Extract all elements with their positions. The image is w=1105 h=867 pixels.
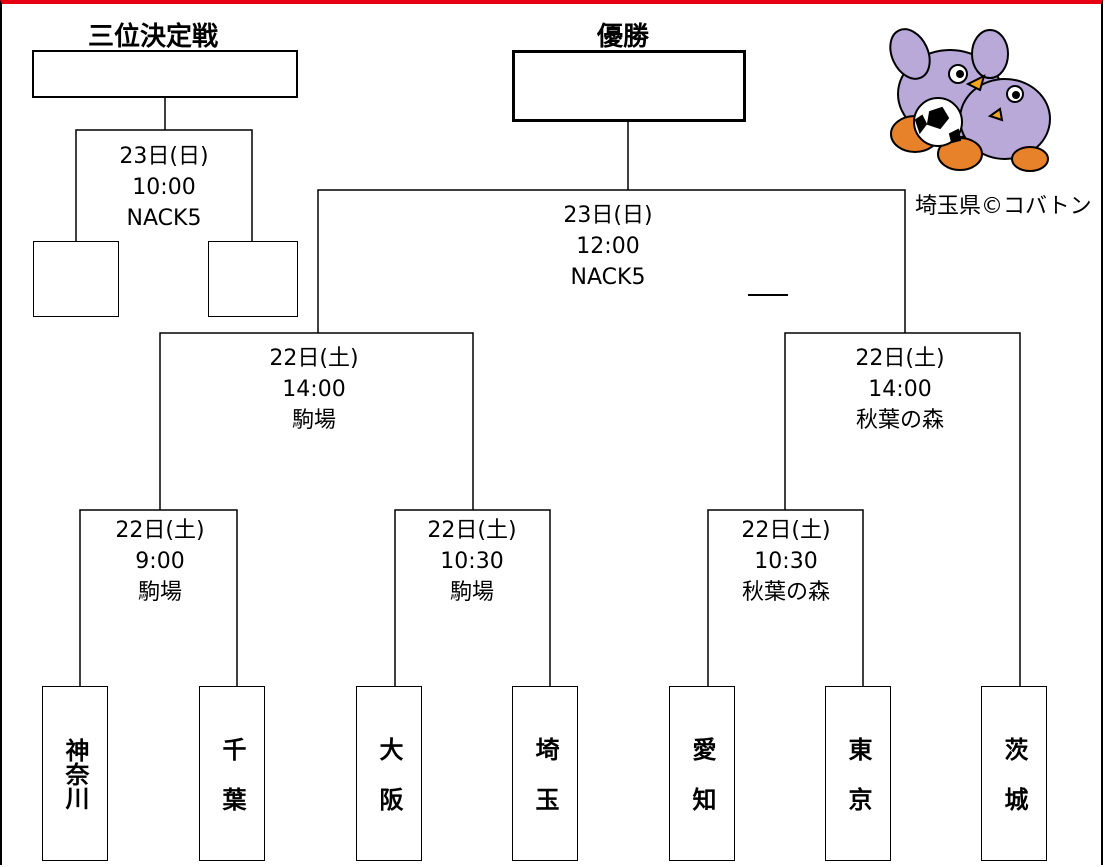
third-place-slot-right bbox=[208, 241, 298, 317]
team-name: 愛知 bbox=[688, 736, 716, 837]
team-name: 大阪 bbox=[375, 736, 403, 837]
team-name: 東京 bbox=[844, 736, 872, 837]
match-venue: 駒場 bbox=[137, 580, 182, 605]
match-time: 9:00 bbox=[135, 549, 185, 574]
match-time: 10:30 bbox=[440, 549, 504, 574]
match-date: 22日(土) bbox=[269, 346, 359, 371]
team-name: 千葉 bbox=[218, 736, 246, 837]
match-date: 22日(土) bbox=[855, 346, 945, 371]
team-name: 神奈川 bbox=[61, 737, 89, 810]
match-time: 10:30 bbox=[754, 549, 818, 574]
third-place-winner-box bbox=[32, 50, 298, 98]
match-info-semi-right: 22日(土) 14:00 秋葉の森 bbox=[822, 343, 978, 436]
third-place-heading: 三位決定戦 bbox=[88, 22, 219, 52]
match-date: 22日(土) bbox=[741, 518, 831, 543]
match-venue: 駒場 bbox=[291, 408, 336, 433]
team-box: 茨城 bbox=[981, 686, 1047, 861]
dash-mark bbox=[748, 294, 788, 296]
team-box: 千葉 bbox=[199, 686, 265, 861]
team-box: 神奈川 bbox=[42, 686, 108, 861]
mascot-credit: 埼玉県©コバトン bbox=[915, 194, 1092, 219]
match-info-third-place: 23日(日) 10:00 NACK5 bbox=[86, 141, 242, 234]
match-venue: 駒場 bbox=[449, 580, 494, 605]
match-time: 14:00 bbox=[282, 377, 346, 402]
match-time: 12:00 bbox=[576, 234, 640, 259]
match-time: 14:00 bbox=[868, 377, 932, 402]
match-date: 23日(日) bbox=[119, 144, 209, 169]
match-date: 23日(日) bbox=[563, 203, 653, 228]
match-info-qf-2: 22日(土) 10:30 駒場 bbox=[394, 515, 550, 608]
match-date: 22日(土) bbox=[115, 518, 205, 543]
mascot-illustration bbox=[889, 28, 1051, 172]
team-box: 埼玉 bbox=[512, 686, 578, 861]
team-name: 茨城 bbox=[1000, 736, 1028, 837]
team-box: 大阪 bbox=[356, 686, 422, 861]
team-name: 埼玉 bbox=[531, 736, 559, 837]
team-box: 東京 bbox=[825, 686, 891, 861]
match-venue: NACK5 bbox=[570, 265, 646, 290]
team-box: 愛知 bbox=[669, 686, 735, 861]
match-date: 22日(土) bbox=[427, 518, 517, 543]
match-time: 10:00 bbox=[132, 175, 196, 200]
match-info-semi-left: 22日(土) 14:00 駒場 bbox=[236, 343, 392, 436]
match-info-final: 23日(日) 12:00 NACK5 bbox=[530, 200, 686, 293]
third-place-slot-left bbox=[33, 241, 119, 317]
final-heading: 優勝 bbox=[597, 22, 650, 52]
match-info-qf-3: 22日(土) 10:30 秋葉の森 bbox=[708, 515, 864, 608]
match-info-qf-1: 22日(土) 9:00 駒場 bbox=[82, 515, 238, 608]
match-venue: 秋葉の森 bbox=[741, 580, 830, 605]
match-venue: NACK5 bbox=[126, 206, 202, 231]
match-venue: 秋葉の森 bbox=[855, 408, 944, 433]
champion-box bbox=[512, 50, 746, 122]
